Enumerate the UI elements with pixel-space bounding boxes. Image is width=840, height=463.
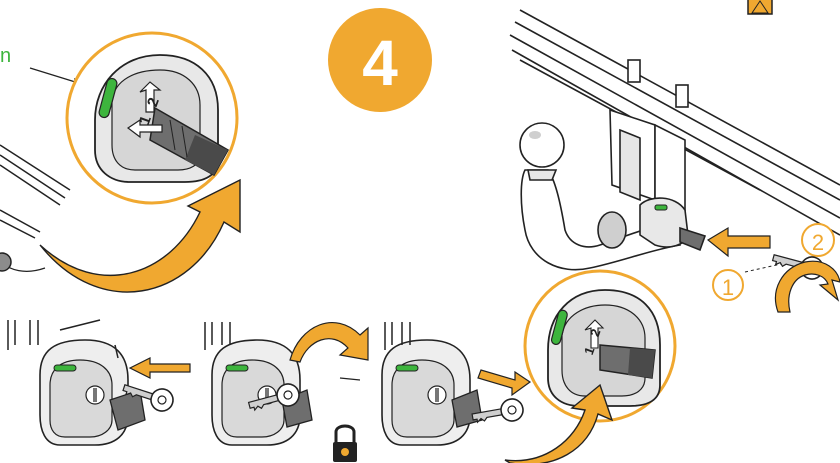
zoom-detail-lock: 2 1 — [67, 33, 237, 203]
insert-arrow-icon — [130, 358, 190, 378]
insert-arrow-icon — [708, 228, 770, 256]
tow-hitch-assembly — [510, 10, 840, 270]
padlock-icon — [333, 426, 357, 462]
callout-label: n — [0, 45, 11, 67]
rotate-arrow-icon — [776, 261, 840, 312]
rotate-arrow-icon — [290, 323, 368, 362]
step-seq-2: 2 — [812, 230, 824, 255]
tow-bar-beam-left — [0, 145, 70, 271]
step-badge: 4 — [328, 8, 432, 112]
warning-icon — [748, 0, 772, 14]
lock-step-remove — [382, 340, 482, 445]
step-seq-1: 1 — [722, 275, 734, 300]
insert-arrow-icon — [478, 370, 530, 395]
step-number: 4 — [362, 27, 398, 99]
